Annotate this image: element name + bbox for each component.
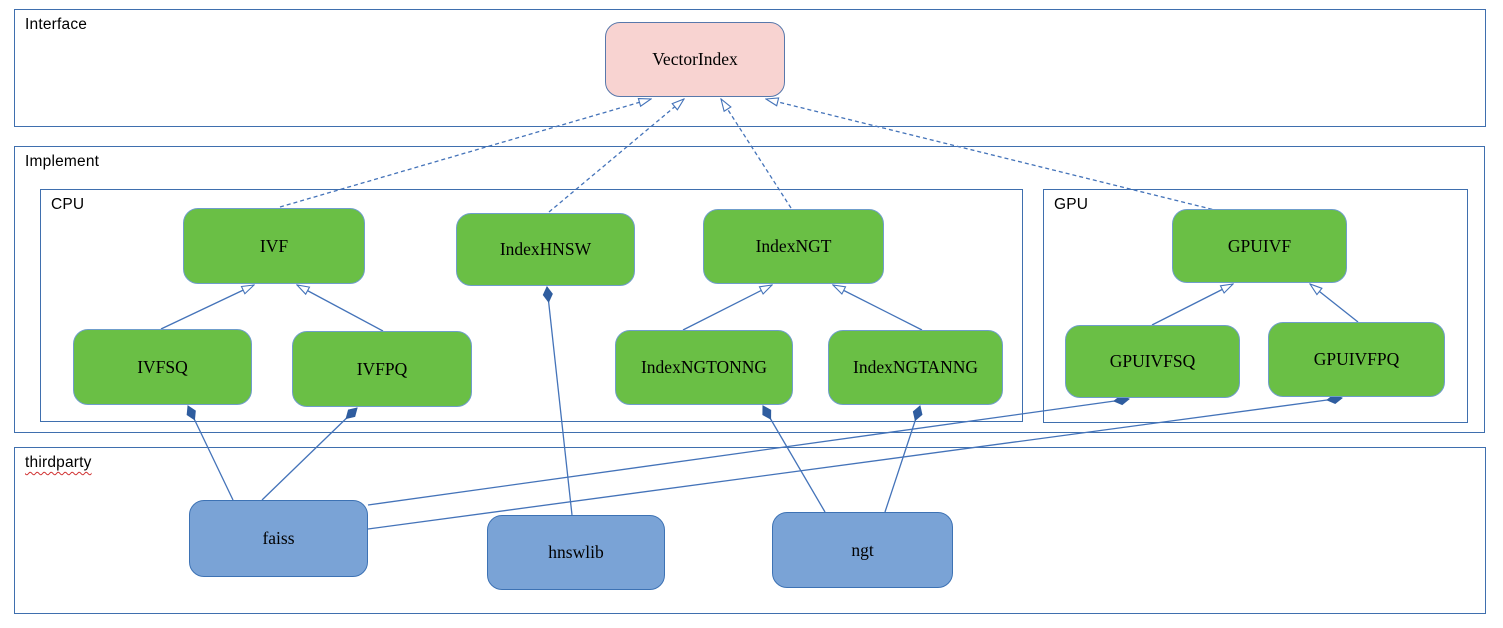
node-ngt[interactable]: ngt — [772, 512, 953, 588]
node-vectorindex[interactable]: VectorIndex — [605, 22, 785, 97]
node-ivfsq[interactable]: IVFSQ — [73, 329, 252, 405]
node-faiss[interactable]: faiss — [189, 500, 368, 577]
node-indexngt[interactable]: IndexNGT — [703, 209, 884, 284]
edge-gpuivf-vectorindex-realization — [766, 99, 1220, 212]
edge-indexhnsw-vectorindex-realization — [548, 99, 684, 213]
thirdparty-container[interactable]: thirdparty — [14, 447, 1486, 614]
edge-faiss-gpuivfpq-composition — [367, 393, 1343, 530]
gpu-label: GPU — [1054, 196, 1089, 213]
edge-ngt-indexngtonng-composition — [762, 405, 826, 513]
edge-hnswlib-indexhnsw-composition — [542, 286, 573, 516]
cpu-container[interactable]: CPU — [40, 189, 1023, 422]
node-gpuivf[interactable]: GPUIVF — [1172, 209, 1347, 283]
node-indexhnsw[interactable]: IndexHNSW — [456, 213, 635, 286]
edge-ivf-vectorindex-realization — [279, 99, 651, 208]
gpu-container[interactable]: GPU — [1043, 189, 1468, 423]
node-ivf[interactable]: IVF — [183, 208, 365, 284]
node-indexngtanng[interactable]: IndexNGTANNG — [828, 330, 1003, 405]
node-indexngtonng[interactable]: IndexNGTONNG — [615, 330, 793, 405]
edge-indexngt-vectorindex-realization — [721, 99, 792, 209]
node-hnswlib[interactable]: hnswlib — [487, 515, 665, 590]
edge-indexngtonng-indexngt-generalization — [682, 285, 772, 331]
node-ivfpq[interactable]: IVFPQ — [292, 331, 472, 407]
edge-ivfsq-ivf-generalization — [160, 285, 254, 330]
implement-label: Implement — [25, 153, 100, 170]
edge-faiss-ivfsq-composition — [186, 405, 234, 501]
edge-faiss-ivfpq-composition — [261, 407, 358, 501]
implement-container[interactable]: Implement — [14, 146, 1485, 433]
edge-gpuivfpq-gpuivf-generalization — [1310, 284, 1359, 323]
edge-ngt-indexngtanng-composition — [884, 405, 923, 513]
interface-label: Interface — [25, 16, 88, 33]
edge-faiss-gpuivfsq-composition — [367, 395, 1130, 506]
interface-container[interactable]: Interface — [14, 9, 1486, 127]
thirdparty-label: thirdparty — [25, 454, 92, 471]
edge-ivfpq-ivf-generalization — [297, 285, 384, 332]
node-gpuivfpq[interactable]: GPUIVFPQ — [1268, 322, 1445, 397]
cpu-label: CPU — [51, 196, 85, 213]
edge-indexngtanng-indexngt-generalization — [833, 285, 923, 331]
edge-gpuivfsq-gpuivf-generalization — [1151, 284, 1233, 326]
node-gpuivfsq[interactable]: GPUIVFSQ — [1065, 325, 1240, 398]
